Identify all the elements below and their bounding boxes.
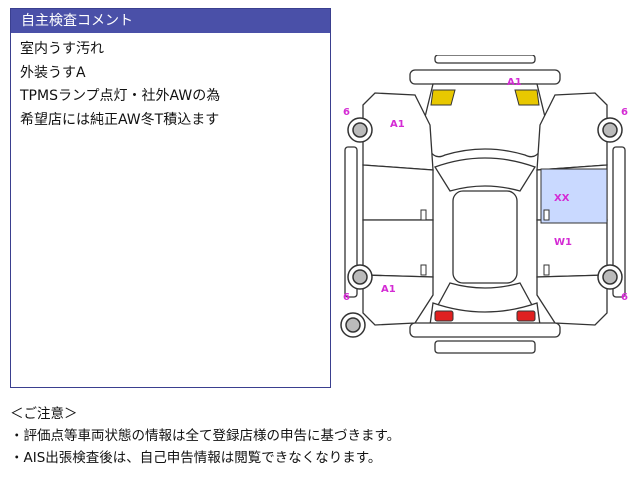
right-taillight <box>516 310 536 322</box>
mark-left-front-panel: A1 <box>390 119 405 130</box>
damage-highlight <box>540 168 608 224</box>
front-bumper-bar <box>434 55 536 64</box>
right-door-handle <box>543 209 550 221</box>
mark-wheel-front-right: 6 <box>621 107 628 118</box>
comment-list: 室内うす汚れ 外装うすA TPMSランプ点灯・社外AWの為 希望店には純正AW冬… <box>11 33 330 137</box>
left-taillight <box>434 310 454 322</box>
windshield <box>434 157 536 192</box>
mark-right-front-door: XX <box>554 193 570 204</box>
rear-bumper <box>409 322 561 338</box>
rear-bumper-bar <box>434 340 536 354</box>
notice-line: ・AIS出張検査後は、自己申告情報は閲覧できなくなります。 <box>10 450 382 466</box>
panel-title: 自主検査コメント <box>11 9 330 33</box>
front-bumper <box>409 69 561 85</box>
trunk <box>429 302 541 326</box>
inspection-comment-panel: 自主検査コメント 室内うす汚れ 外装うすA TPMSランプ点灯・社外AWの為 希… <box>10 8 331 388</box>
car-damage-diagram: A1 A1 A1 XX W1 6 6 6 6 <box>340 55 628 354</box>
left-front-fender <box>362 92 434 171</box>
comment-line: TPMSランプ点灯・社外AWの為 <box>20 88 221 104</box>
right-headlight <box>514 89 540 106</box>
notice-section: ＜ご注意＞ ・評価点等車両状態の情報は全て登録店様の申告に基づきます。 ・AIS… <box>10 403 400 469</box>
notice-line: ・評価点等車両状態の情報は全て登録店様の申告に基づきます。 <box>10 428 401 444</box>
left-headlight <box>430 89 456 106</box>
mark-right-rear-door: W1 <box>554 237 572 248</box>
mark-wheel-rear-left: 6 <box>343 292 350 303</box>
left-door-handle <box>420 209 427 221</box>
mark-left-rear-panel: A1 <box>381 284 396 295</box>
comment-line: 外装うすA <box>20 64 86 81</box>
roof <box>452 190 518 284</box>
right-front-fender <box>536 92 608 171</box>
left-rear-quarter <box>362 274 434 326</box>
mark-top-center: A1 <box>507 77 522 88</box>
mark-wheel-front-left: 6 <box>343 107 350 118</box>
right-rear-handle <box>543 264 550 276</box>
comment-line: 希望店には純正AW冬T積込ます <box>20 111 220 128</box>
right-side-skirt <box>612 146 626 298</box>
comment-line: 室内うす汚れ <box>20 41 104 57</box>
mark-wheel-rear-right: 6 <box>621 292 628 303</box>
left-rear-handle <box>420 264 427 276</box>
right-rear-quarter <box>536 274 608 326</box>
notice-title: ＜ご注意＞ <box>10 406 78 422</box>
left-side-skirt <box>344 146 358 298</box>
